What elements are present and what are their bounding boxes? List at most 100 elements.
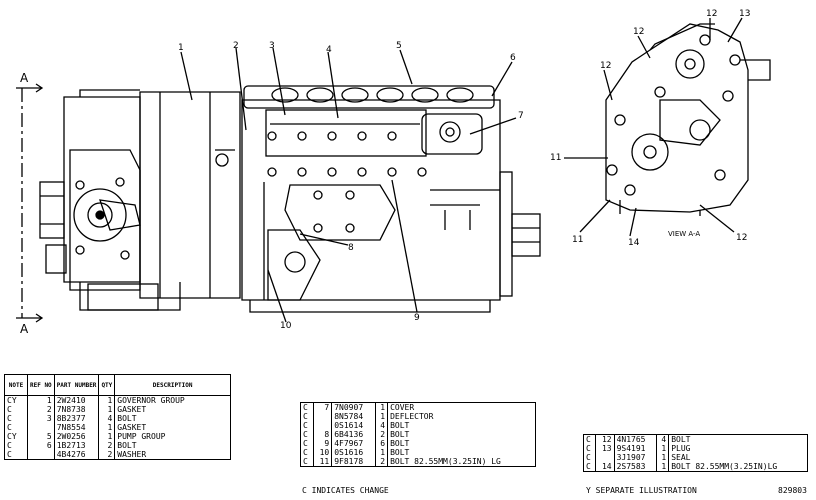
- note-cell: C: [300, 430, 314, 439]
- part-number-cell: 4F7967: [331, 439, 376, 448]
- note-cell: CY: [4, 432, 28, 441]
- ref-no-cell: 1: [27, 395, 55, 405]
- ref-no-cell: 2: [27, 405, 55, 414]
- barrel-row: [271, 87, 474, 103]
- header-ref-no: REF NO: [27, 374, 55, 396]
- pump-body: [241, 99, 501, 301]
- view-label: VIEW A-A: [668, 230, 700, 238]
- parts-table-1: NOTE REF NO PART NUMBER QTY DESCRIPTION …: [4, 374, 231, 460]
- qty-cell: 2: [374, 457, 388, 467]
- figure-number: 829803: [778, 486, 807, 495]
- ref-no-cell: 3: [27, 414, 55, 423]
- callout-3: 3: [269, 41, 275, 51]
- qty-cell: 1: [98, 432, 115, 441]
- part-number-cell: 6B4136: [331, 430, 376, 439]
- note-cell: C: [300, 439, 314, 448]
- section-label-bottom: A: [20, 322, 29, 336]
- qty-cell: 2: [374, 430, 388, 439]
- part-number-cell: 7N0907: [331, 402, 376, 412]
- ref-no-cell: [27, 450, 55, 460]
- ref-no-cell: 6: [27, 441, 55, 450]
- table-header: NOTE REF NO PART NUMBER QTY DESCRIPTION: [4, 374, 231, 396]
- part-number-cell: 1B2713: [53, 441, 99, 450]
- note-cell: C: [300, 457, 314, 467]
- qty-cell: 4: [655, 434, 669, 444]
- view-callout-11a: 11: [550, 153, 561, 163]
- header-description: DESCRIPTION: [114, 374, 231, 396]
- note-cell: C: [300, 421, 314, 430]
- header-qty: QTY: [98, 374, 116, 396]
- qty-cell: 4: [374, 421, 388, 430]
- part-number-cell: 9S4191: [613, 444, 657, 453]
- note-cell: C: [4, 414, 28, 423]
- change-note: C INDICATES CHANGE: [302, 486, 389, 495]
- callout-9: 9: [414, 313, 420, 323]
- header-note: NOTE: [4, 374, 28, 396]
- note-cell: C: [582, 462, 596, 472]
- callout-5: 5: [396, 41, 402, 51]
- ref-no-cell: 10: [312, 448, 332, 457]
- part-number-cell: 4N1765: [613, 434, 657, 444]
- view-callout-12c: 12: [600, 61, 611, 71]
- description-cell: BOLT: [387, 421, 536, 430]
- qty-cell: 1: [655, 444, 669, 453]
- callout-4: 4: [326, 45, 332, 55]
- part-number-cell: 7N8554: [53, 423, 99, 432]
- part-number-cell: 4B4276: [53, 450, 99, 460]
- note-cell: C: [582, 453, 596, 462]
- part-number-cell: 2S7583: [613, 462, 657, 472]
- callout-1: 1: [178, 43, 184, 53]
- view-callout-13: 13: [739, 9, 750, 19]
- view-callout-12d: 12: [736, 233, 747, 243]
- header-part-number: PART NUMBER: [53, 374, 100, 396]
- description-cell: BOLT: [114, 441, 231, 450]
- qty-cell: 1: [98, 423, 115, 432]
- description-cell: BOLT: [387, 439, 536, 448]
- description-cell: BOLT: [387, 430, 536, 439]
- ref-no-cell: 5: [27, 432, 55, 441]
- ref-no-cell: 9: [312, 439, 332, 448]
- callout-2: 2: [233, 41, 239, 51]
- part-number-cell: 8N5784: [331, 412, 376, 421]
- note-cell: C: [582, 434, 596, 444]
- qty-cell: 6: [374, 439, 388, 448]
- qty-cell: 1: [374, 412, 388, 421]
- callout-10: 10: [280, 321, 292, 331]
- qty-cell: 1: [98, 395, 115, 405]
- qty-cell: 1: [374, 448, 388, 457]
- ref-no-cell: 11: [312, 457, 332, 467]
- qty-cell: 2: [98, 450, 115, 460]
- ref-no-cell: [312, 421, 332, 430]
- description-cell: BOLT: [114, 414, 231, 423]
- ref-no-cell: 8: [312, 430, 332, 439]
- part-number-cell: 9F8178: [331, 457, 376, 467]
- description-cell: PUMP GROUP: [114, 432, 231, 441]
- ref-no-cell: [27, 423, 55, 432]
- note-cell: C: [582, 444, 596, 453]
- note-cell: C: [4, 441, 28, 450]
- description-cell: SEAL: [668, 453, 808, 462]
- ref-no-cell: 14: [595, 462, 615, 472]
- ref-no-cell: 7: [312, 402, 332, 412]
- view-callout-12a: 12: [706, 9, 717, 19]
- qty-cell: 1: [98, 405, 115, 414]
- note-cell: C: [300, 448, 314, 457]
- exploded-drawing: A A VIEW A-A 1 2 3 4 5 6 7 8 9 10 11 11 …: [16, 9, 771, 336]
- view-a-a: [564, 17, 771, 237]
- qty-cell: 1: [655, 453, 669, 462]
- qty-cell: 1: [374, 402, 388, 412]
- ref-no-cell: [312, 412, 332, 421]
- description-cell: GOVERNOR GROUP: [114, 395, 231, 405]
